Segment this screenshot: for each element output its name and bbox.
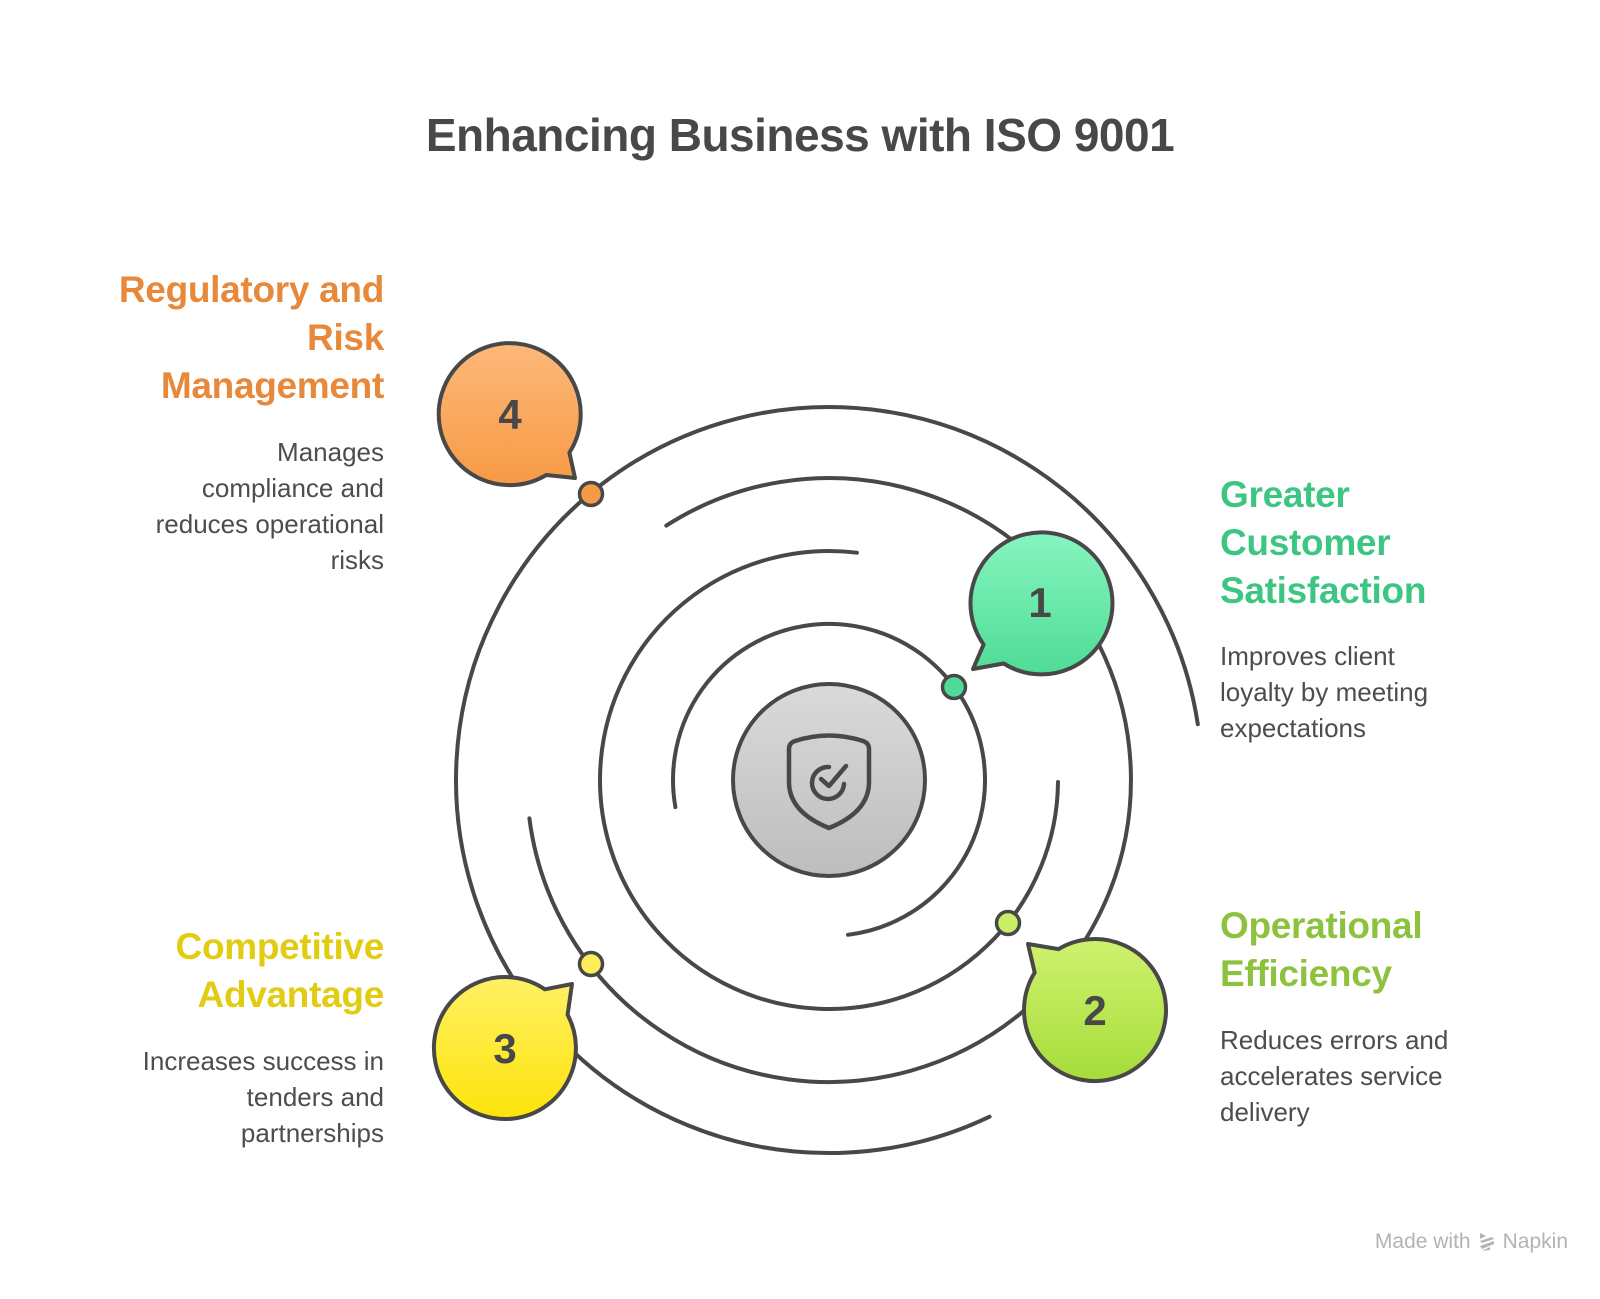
description-line: loyalty by meeting — [1220, 677, 1429, 707]
item-3-description: Increases success in tenders and partner… — [84, 1043, 384, 1151]
heading-line: Risk — [307, 317, 384, 358]
description-line: Manages — [277, 437, 384, 467]
orbit-ring-1 — [671, 622, 988, 937]
description-line: partnerships — [240, 1118, 384, 1148]
description-line: expectations — [1220, 713, 1366, 743]
orbit-ring-2 — [598, 549, 1060, 1011]
center-hub — [731, 682, 927, 878]
heading-line: Satisfaction — [1220, 570, 1427, 611]
badge-3: 3 — [431, 975, 578, 1122]
orbit-ring-4 — [454, 405, 1200, 1155]
badge-number-3: 3 — [493, 1025, 516, 1072]
heading-line: Management — [160, 365, 384, 406]
description-line: Improves client — [1220, 641, 1395, 671]
item-1-description: Improves client loyalty by meeting expec… — [1220, 638, 1520, 746]
badge-2: 2 — [1022, 937, 1168, 1083]
footer-prefix: Made with — [1374, 1230, 1471, 1253]
heading-line: Efficiency — [1220, 953, 1392, 994]
heading-line: Competitive — [175, 926, 385, 967]
heading-line: Customer — [1220, 522, 1391, 563]
orbit-ring-3 — [527, 476, 1133, 1085]
item-4-text: Regulatory and Risk Management Manages c… — [84, 266, 384, 578]
description-line: delivery — [1220, 1097, 1310, 1127]
description-line: reduces operational — [155, 509, 384, 539]
heading-line: Advantage — [197, 974, 385, 1015]
orbit-dot-4 — [577, 480, 605, 508]
badge-4: 4 — [436, 341, 583, 488]
heading-line: Operational — [1220, 905, 1423, 946]
page-title: Enhancing Business with ISO 9001 — [425, 109, 1175, 161]
heading-line: Greater — [1220, 474, 1350, 515]
description-line: compliance and — [201, 473, 384, 503]
badge-number-1: 1 — [1028, 579, 1051, 626]
item-2-description: Reduces errors and accelerates service d… — [1220, 1022, 1520, 1130]
orbit-dot-2 — [994, 909, 1022, 937]
orbit-dot-1 — [940, 673, 968, 701]
item-4-heading: Regulatory and Risk Management — [84, 266, 384, 410]
item-2-heading: Operational Efficiency — [1220, 902, 1520, 998]
orbit-dot-3 — [577, 950, 605, 978]
badge-number-4: 4 — [498, 391, 522, 438]
badge-1: 1 — [968, 530, 1115, 677]
footer-brand: Napkin — [1502, 1230, 1568, 1253]
item-1-heading: Greater Customer Satisfaction — [1220, 471, 1520, 615]
description-line: Reduces errors and — [1220, 1025, 1449, 1055]
description-line: risks — [330, 545, 384, 575]
description-line: Increases success in — [142, 1046, 384, 1076]
badge-number-2: 2 — [1083, 987, 1106, 1034]
item-1-text: Greater Customer Satisfaction Improves c… — [1220, 471, 1520, 746]
shield-check-icon — [786, 733, 872, 831]
description-line: tenders and — [246, 1082, 384, 1112]
item-3-heading: Competitive Advantage — [84, 923, 385, 1019]
item-3-text: Competitive Advantage Increases success … — [84, 923, 385, 1151]
item-2-text: Operational Efficiency Reduces errors an… — [1220, 902, 1520, 1130]
napkin-logo-icon — [1479, 1233, 1494, 1251]
made-with-napkin[interactable]: Made with Napkin — [1375, 1230, 1568, 1254]
heading-line: Regulatory and — [118, 269, 384, 310]
description-line: accelerates service — [1220, 1061, 1443, 1091]
item-4-description: Manages compliance and reduces operation… — [84, 434, 384, 578]
